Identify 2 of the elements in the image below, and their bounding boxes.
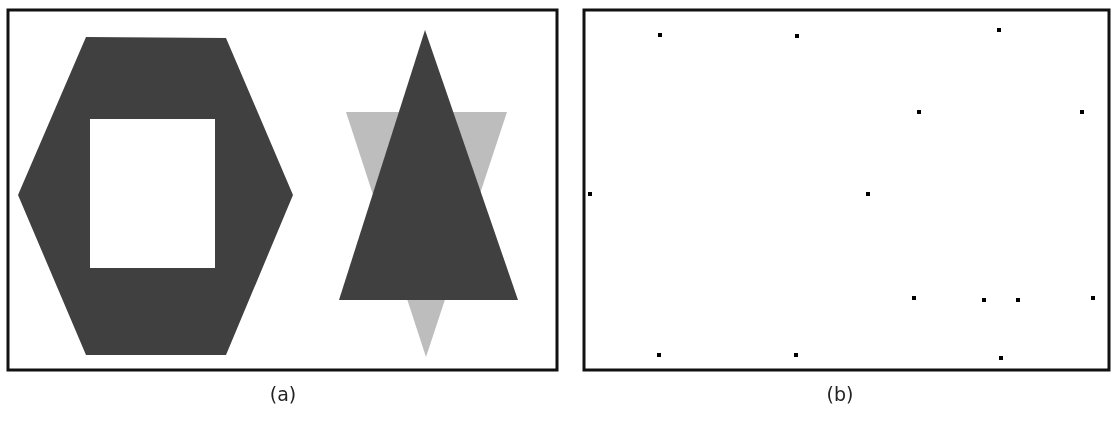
panel-caption: (a) — [269, 383, 297, 405]
panel-caption: (b) — [826, 383, 854, 405]
